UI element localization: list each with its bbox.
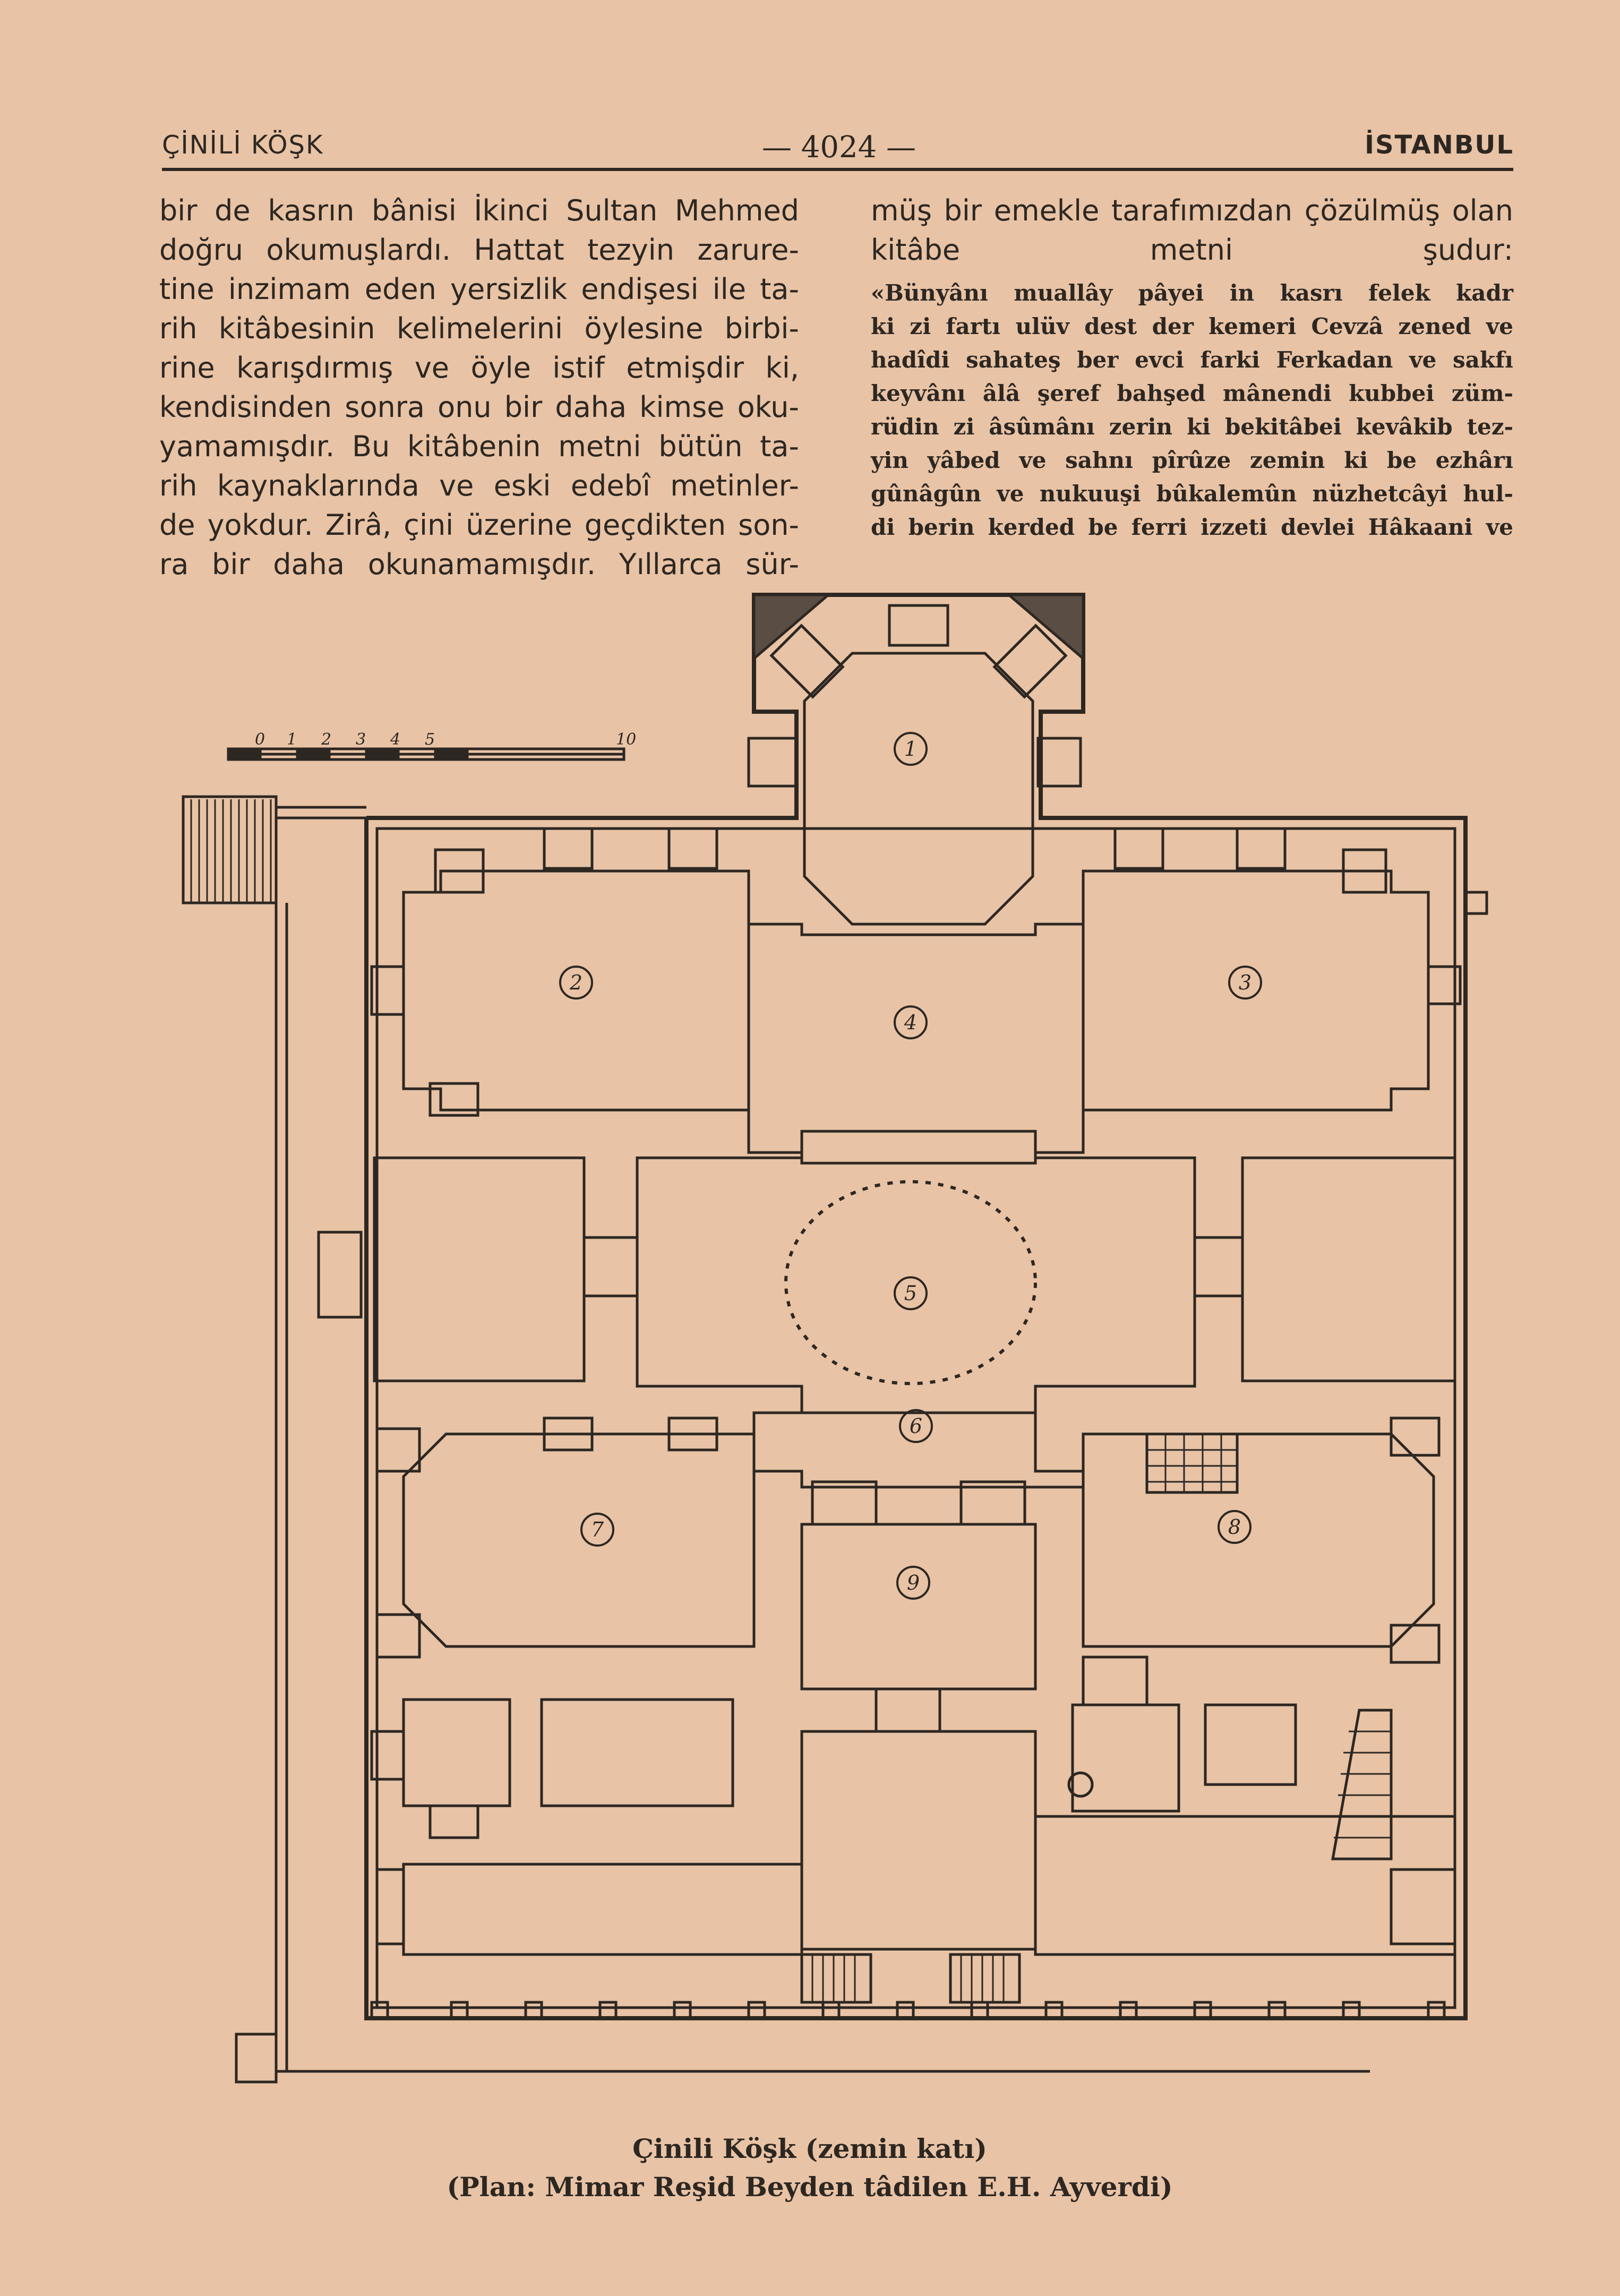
scale-label: 10: [616, 730, 636, 749]
text-line: tine inzimam eden yersizlik endişesi ile…: [159, 272, 799, 306]
quote-line: «Bünyânı muallây pâyei in kasrı felek ka…: [871, 280, 1513, 306]
header-rule: [162, 168, 1513, 171]
text-line: müş bir emekle tarafımızdan çözülmüş ola…: [871, 194, 1513, 227]
text-line: doğru okumuşlardı. Hattat tezyin zarure-: [159, 233, 799, 267]
scale-label: 2: [321, 730, 331, 749]
floor-plan-drawing: 0 1 2 3 4 5 10 1 2 3 4 5 6 7 8 9: [182, 593, 1488, 2084]
scale-label: 1: [287, 730, 297, 749]
text-line: rih kaynaklarında ve eski edebî metinler…: [159, 469, 799, 502]
room-number-7: 7: [591, 1518, 604, 1541]
scale-bar: [227, 747, 625, 761]
room-number-6: 6: [910, 1414, 922, 1438]
right-intro-text: müş bir emekle tarafımızdan çözülmüş ola…: [871, 191, 1513, 270]
caption-credit: (Plan: Mimar Reşid Beyden tâdilen E.H. A…: [447, 2171, 1173, 2203]
room-number-1: 1: [904, 737, 917, 761]
inscription-quote: «Bünyânı muallây pâyei in kasrı felek ka…: [871, 276, 1513, 544]
text-line: ra bir daha okunamamışdır. Yıllarca sür-: [159, 548, 799, 581]
quote-line: di berin kerded be ferri izzeti devlei H…: [871, 514, 1513, 540]
text-line: rih kitâbesinin kelimelerini öylesine bi…: [159, 312, 799, 345]
quote-line: hadîdi sahateş ber evci farki Ferkadan v…: [871, 347, 1513, 373]
text-line: yamamışdır. Bu kitâbenin metni bütün ta-: [159, 430, 799, 463]
room-number-3: 3: [1239, 971, 1252, 994]
caption-title: Çinili Köşk (zemin katı): [632, 2133, 987, 2164]
quote-line: keyvânı âlâ şeref bahşed mânendi kubbei …: [871, 380, 1513, 406]
room-number-9: 9: [907, 1571, 920, 1594]
quote-line: yin yâbed ve sahnı pîrûze zemin ki be ez…: [871, 447, 1513, 473]
scale-label: 4: [390, 730, 400, 749]
scale-label: 5: [425, 730, 435, 749]
quote-line: gûnâgûn ve nukuuşi bûkalemûn nüzhetcâyi …: [871, 481, 1513, 507]
scale-label: 3: [356, 730, 366, 749]
text-line: de yokdur. Zirâ, çini üzerine geçdikten …: [159, 508, 799, 542]
room-number-5: 5: [904, 1282, 917, 1305]
text-line: bir de kasrın bânisi İkinci Sultan Mehme…: [159, 194, 799, 227]
room-number-2: 2: [569, 971, 582, 994]
room-number-4: 4: [904, 1011, 917, 1034]
figure-caption: Çinili Köşk (zemin katı) (Plan: Mimar Re…: [372, 2130, 1248, 2206]
text-line: rine karışdırmış ve öyle istif etmişdir …: [159, 351, 799, 385]
quote-line: rüdin zi âsûmânı zerin ki bekitâbei kevâ…: [871, 414, 1513, 440]
left-text-column: bir de kasrın bânisi İkinci Sultan Mehme…: [159, 191, 799, 584]
page-number: — 4024 —: [761, 130, 916, 165]
running-head-right: İSTANBUL: [1365, 130, 1514, 160]
text-line: kitâbe metni şudur:: [871, 233, 1513, 267]
room-number-8: 8: [1228, 1515, 1241, 1539]
scale-label: 0: [255, 730, 265, 749]
running-head-left: ÇİNİLİ KÖŞK: [162, 130, 324, 160]
quote-line: ki zi fartı ulüv dest der kemeri Cevzâ z…: [871, 313, 1513, 339]
text-line: kendisinden sonra onu bir daha kimse oku…: [159, 390, 799, 424]
